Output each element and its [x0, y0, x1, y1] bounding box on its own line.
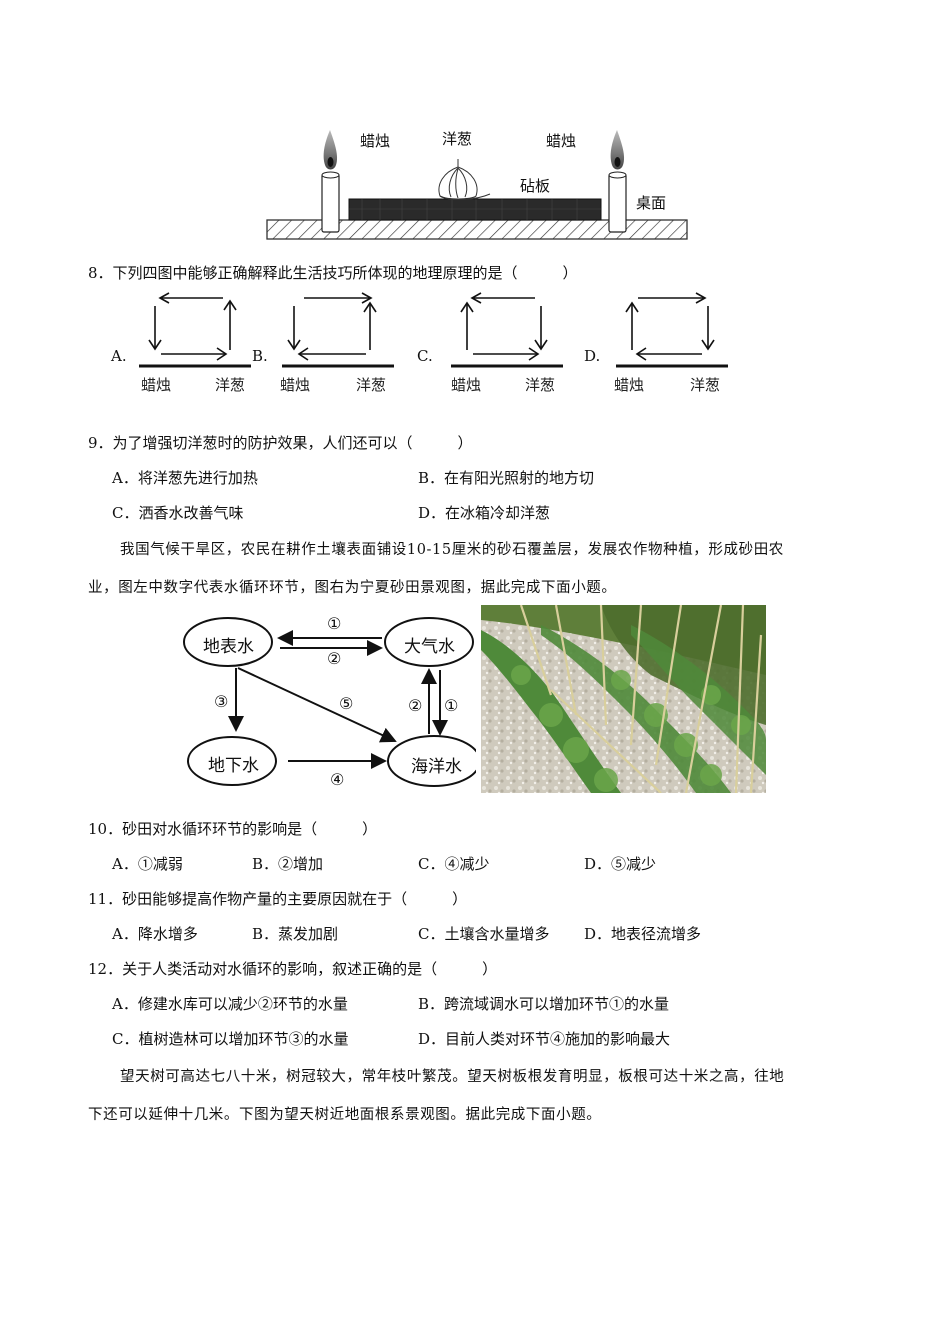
label-candle-right: 蜡烛: [546, 132, 577, 150]
water-cycle-diagram: 地表水 大气水 地下水 海洋水 ① ② ③ ⑤ ② ① ④: [176, 606, 481, 794]
label-candle: 蜡烛: [280, 376, 311, 394]
node-surface-water: 地表水: [203, 637, 254, 657]
label-candle: 蜡烛: [451, 376, 482, 394]
label-onion: 洋葱: [525, 376, 556, 394]
choice-letter: A.: [111, 347, 127, 365]
q11-option-c[interactable]: C．土壤含水量增多: [418, 925, 550, 943]
q9-option-a[interactable]: A．将洋葱先进行加热: [112, 469, 258, 487]
q12-option-b[interactable]: B．跨流域调水可以增加环节①的水量: [418, 995, 670, 1013]
node-atmospheric-water: 大气水: [404, 637, 455, 657]
q11-option-d[interactable]: D．地表径流增多: [584, 925, 702, 943]
q11-option-a[interactable]: A．降水增多: [112, 925, 198, 943]
question-8: 8．下列四图中能够正确解释此生活技巧所体现的地理原理的是（ ）: [88, 264, 578, 282]
link-label-5: ⑤: [339, 694, 354, 713]
q9-option-b[interactable]: B．在有阳光照射的地方切: [418, 469, 595, 487]
q9-option-c[interactable]: C．洒香水改善气味: [112, 504, 244, 522]
q8-choice-c[interactable]: C. 蜡烛 洋葱: [415, 292, 565, 397]
circulation-diagram-d: [616, 292, 728, 368]
node-groundwater: 地下水: [208, 756, 259, 776]
q12-option-c[interactable]: C．植树造林可以增加环节③的水量: [112, 1030, 349, 1048]
q8-choice-a[interactable]: A. 蜡烛 洋葱: [105, 292, 255, 397]
q10-option-d[interactable]: D．⑤减少: [584, 855, 657, 873]
q10-option-b[interactable]: B．②增加: [252, 855, 324, 873]
question-9: 9．为了增强切洋葱时的防护效果，人们还可以（ ）: [88, 434, 473, 452]
q10-option-a[interactable]: A．①减弱: [112, 855, 183, 873]
circulation-diagram-b: [282, 292, 394, 368]
passage-1-line-1: 我国气候干旱区，农民在耕作土壤表面铺设10-15厘米的砂石覆盖层，发展农作物种植…: [120, 542, 784, 558]
q8-choice-d[interactable]: D. 蜡烛 洋葱: [582, 292, 742, 397]
label-table: 桌面: [636, 194, 667, 212]
candle-onion-illustration: [266, 130, 688, 240]
candle-onion-figure: 蜡烛 洋葱 蜡烛 砧板 桌面: [262, 122, 692, 247]
question-10: 10．砂田对水循环环节的影响是（ ）: [88, 820, 378, 838]
label-candle: 蜡烛: [141, 376, 172, 394]
passage-2-line-2: 下还可以延伸十几米。下图为望天树近地面根系景观图。据此完成下面小题。: [88, 1107, 602, 1123]
water-cycle-arrows: [183, 617, 481, 787]
label-onion: 洋葱: [442, 130, 473, 148]
link-label-1-top: ①: [327, 614, 342, 633]
circulation-diagram-a: [139, 292, 251, 368]
label-onion: 洋葱: [215, 376, 246, 394]
choice-letter: D.: [584, 347, 601, 365]
node-ocean-water: 海洋水: [411, 757, 462, 777]
q8-choice-b[interactable]: B. 蜡烛 洋葱: [250, 292, 400, 397]
q11-option-b[interactable]: B．蒸发加剧: [252, 925, 339, 943]
label-board: 砧板: [520, 177, 551, 195]
link-label-4: ④: [330, 770, 345, 789]
label-onion: 洋葱: [690, 376, 721, 394]
q12-option-a[interactable]: A．修建水库可以减少②环节的水量: [112, 995, 348, 1013]
circulation-diagram-c: [451, 292, 563, 368]
sand-field-photo-illustration: [481, 605, 766, 793]
choice-letter: B.: [252, 347, 268, 365]
sand-field-photo: [481, 605, 766, 793]
question-12: 12．关于人类活动对水循环的影响，叙述正确的是（ ）: [88, 960, 498, 978]
q8-choices: A. 蜡烛 洋葱 B.: [105, 292, 745, 397]
link-label-2-top: ②: [327, 649, 342, 668]
link-label-3: ③: [214, 692, 229, 711]
label-candle-left: 蜡烛: [360, 132, 391, 150]
q9-option-d[interactable]: D．在冰箱冷却洋葱: [418, 504, 551, 522]
question-11: 11．砂田能够提高作物产量的主要原因就在于（ ）: [88, 890, 468, 908]
passage-1-line-2: 业，图左中数字代表水循环环节，图右为宁夏砂田景观图，据此完成下面小题。: [88, 580, 617, 596]
link-label-2-right: ②: [408, 696, 423, 715]
link-label-1-right: ①: [444, 696, 459, 715]
q12-option-d[interactable]: D．目前人类对环节④施加的影响最大: [418, 1030, 671, 1048]
label-candle: 蜡烛: [614, 376, 645, 394]
label-onion: 洋葱: [356, 376, 387, 394]
passage-2-line-1: 望天树可高达七八十米，树冠较大，常年枝叶繁茂。望天树板根发育明显，板根可达十米之…: [120, 1069, 785, 1085]
choice-letter: C.: [417, 347, 433, 365]
q10-option-c[interactable]: C．④减少: [418, 855, 490, 873]
